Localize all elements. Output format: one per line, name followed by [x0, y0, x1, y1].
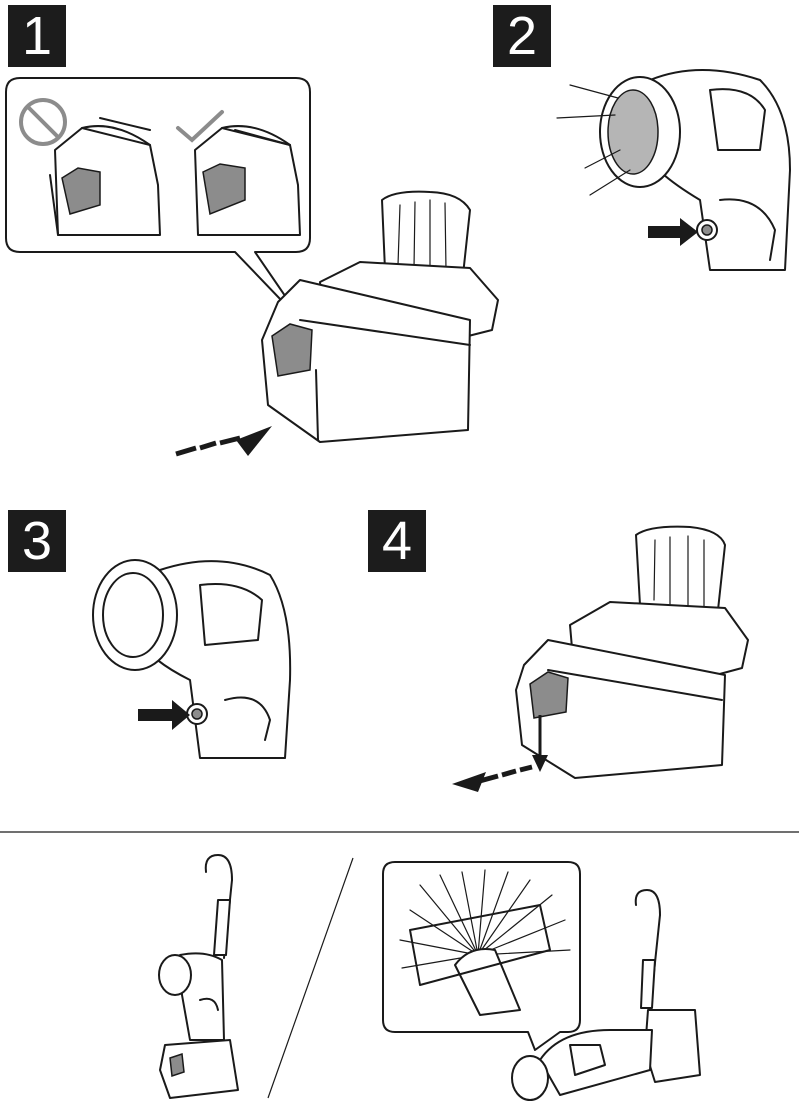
step-2-illustration: [557, 70, 790, 270]
arrow-right-icon: [648, 218, 698, 246]
tool-with-battery-step4: [516, 527, 748, 778]
arrow-right-icon: [138, 700, 190, 730]
usage-separator-line: [268, 858, 353, 1098]
beam-detail-callout: [383, 862, 580, 1050]
light-head-step2: [600, 70, 790, 270]
step-3-illustration: [93, 560, 290, 758]
latch-detail-correct: [195, 126, 300, 235]
light-head-step3: [93, 560, 290, 758]
step-1-illustration: [6, 78, 498, 456]
dashed-arrow-icon: [176, 426, 272, 456]
dashed-arrow-icon: [452, 767, 532, 792]
hanging-light-vertical: [159, 855, 238, 1098]
step-4-illustration: [452, 527, 748, 792]
